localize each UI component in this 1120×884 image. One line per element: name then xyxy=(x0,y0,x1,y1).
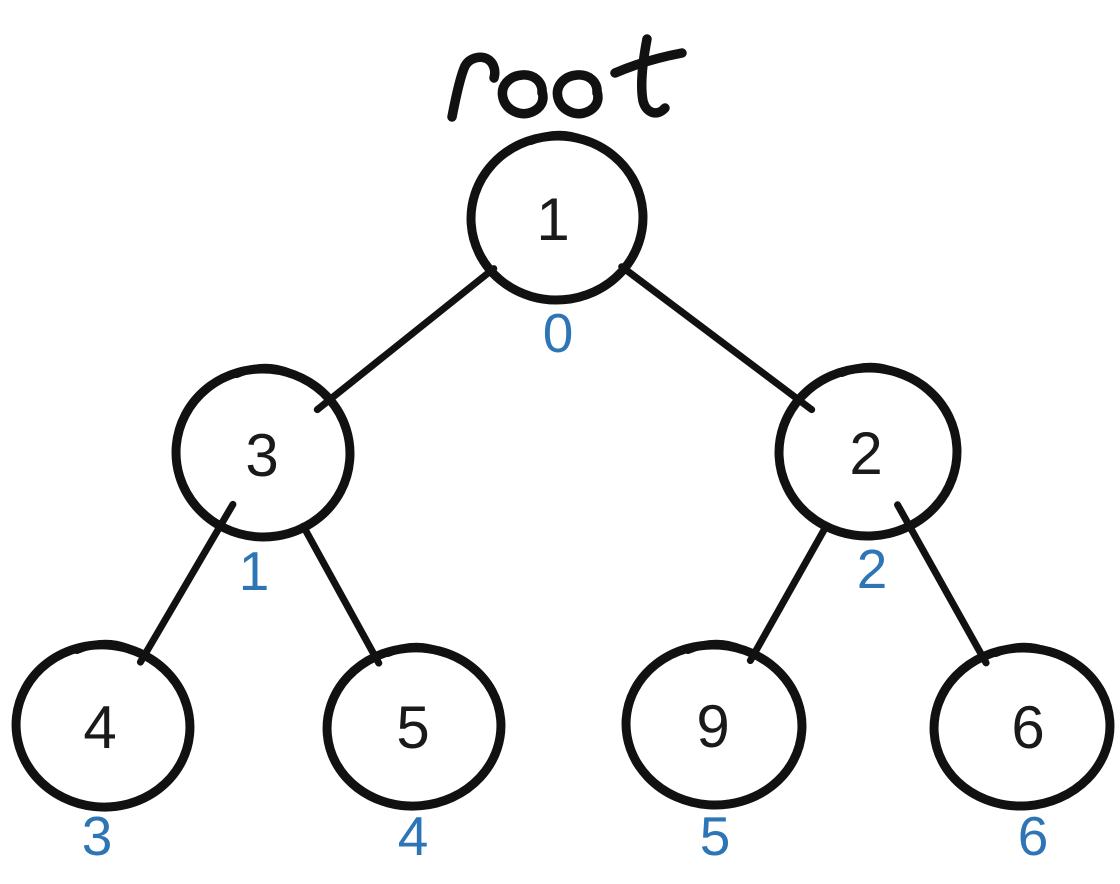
node-index-label: 5 xyxy=(700,805,731,867)
tree-edge-n2-n6 xyxy=(894,501,990,667)
root-label xyxy=(447,34,687,122)
node-index-label: 1 xyxy=(239,540,270,602)
root-label-letter-o2 xyxy=(552,70,603,119)
node-circle-pen-overlap xyxy=(684,639,745,654)
node-circle-pen-overlap xyxy=(838,362,899,377)
tree-node-5 xyxy=(322,642,506,811)
node-circle-pen-overlap xyxy=(73,639,134,654)
tree-node-6 xyxy=(929,642,1115,811)
node-circle-pen-overlap xyxy=(992,642,1053,657)
node-index-label: 2 xyxy=(857,538,888,600)
node-value: 6 xyxy=(1011,694,1044,761)
node-circle-pen-overlap xyxy=(527,130,588,145)
tree-node-2 xyxy=(774,362,962,541)
root-label-letter-r xyxy=(447,52,500,122)
node-value: 3 xyxy=(245,422,278,489)
root-label-letter-o1 xyxy=(497,70,548,119)
tree-node-1 xyxy=(466,130,648,305)
node-circle-pen-overlap xyxy=(384,642,445,657)
tree-node-9 xyxy=(621,639,807,810)
tree-edge-n1-n3 xyxy=(313,265,498,414)
tree-edge-n3-n4 xyxy=(136,500,237,666)
node-value: 9 xyxy=(696,693,729,760)
node-index-label: 3 xyxy=(82,805,113,867)
tree-node-4 xyxy=(11,639,195,812)
tree-edge-n1-n2 xyxy=(618,263,816,414)
node-value: 1 xyxy=(536,186,569,253)
node-index-label: 4 xyxy=(398,805,429,867)
node-circle-pen-overlap xyxy=(233,363,294,378)
root-label-letter-t-stem xyxy=(637,34,670,118)
tree-edge-n2-n9 xyxy=(746,522,830,665)
node-index-label: 0 xyxy=(543,302,574,364)
node-value: 4 xyxy=(83,694,116,761)
node-value: 2 xyxy=(849,420,882,487)
tree-node-3 xyxy=(171,363,355,542)
node-index-label: 6 xyxy=(1018,805,1049,867)
node-value: 5 xyxy=(396,694,429,761)
tree-edge-n3-n5 xyxy=(299,522,383,667)
root-label-letter-t-bar xyxy=(610,48,687,78)
